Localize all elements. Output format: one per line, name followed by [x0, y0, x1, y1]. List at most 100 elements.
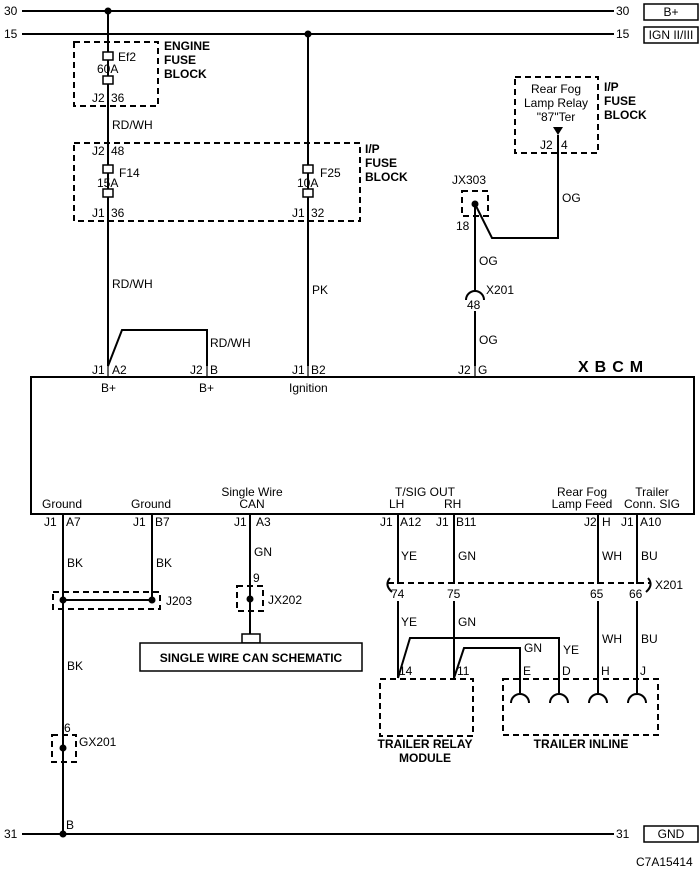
figure-id: C7A15414 — [636, 855, 693, 869]
xbcm-bot-conn-6: J2 — [584, 515, 597, 529]
jx303-name: JX303 — [452, 173, 486, 187]
b-plus-rail-num-right: 30 — [616, 4, 630, 18]
gx201-ground: 6 GX201 B — [51, 721, 117, 832]
ef2-conn: J2 — [92, 91, 105, 105]
wire-bu-1: BU — [641, 549, 658, 563]
gnd-rail-num-left: 31 — [4, 827, 18, 841]
xbcm-label-trailer-2: Conn. SIG — [624, 497, 680, 511]
f25-rating: 10A — [297, 176, 318, 190]
gx201-gnd-pin: B — [66, 818, 74, 832]
ip-fuse-title-2: FUSE — [365, 156, 397, 170]
engine-fuse-title-2: FUSE — [164, 53, 196, 67]
gx201-pin: 6 — [64, 721, 71, 735]
x201-bottom-connector: X201 74 75 65 66 — [386, 577, 683, 601]
wire-gn-3: GN — [524, 641, 542, 655]
wire-bk-1: BK — [67, 556, 83, 570]
wire-gn-can: GN — [254, 545, 272, 559]
xbcm-bot-pin-4: A12 — [400, 515, 422, 529]
xbcm-label-rh: RH — [444, 497, 461, 511]
inline-pin-d: D — [562, 664, 571, 678]
xbcm-label-tsig: T/SIG OUT — [395, 485, 456, 499]
f25-pin: 32 — [311, 206, 325, 220]
inline-pin-e: E — [523, 664, 531, 678]
wire-og-1: OG — [562, 191, 581, 205]
xbcm-top-pin-1: A2 — [112, 363, 127, 377]
xbcm-top-label-2: B+ — [199, 381, 214, 395]
jx202-splice: 9 JX202 — [236, 571, 302, 612]
jx303-pin: 18 — [456, 219, 470, 233]
xbcm-bot-conn-7: J1 — [621, 515, 634, 529]
inline-pin-h: H — [601, 664, 610, 678]
jx202-name: JX202 — [268, 593, 302, 607]
xbcm-top-pin-4: G — [478, 363, 487, 377]
relay-block-title-3: BLOCK — [604, 108, 647, 122]
wire-rdwh-2: RD/WH — [112, 277, 153, 291]
f14-name: F14 — [119, 166, 140, 180]
relay-label-1: Rear Fog — [531, 82, 581, 96]
wire-wh-2: WH — [602, 632, 622, 646]
wire-bk-3: BK — [67, 659, 83, 673]
ef2-pin: 36 — [111, 91, 125, 105]
ign-rail-num-left: 15 — [4, 27, 18, 41]
wire-bu-2: BU — [641, 632, 658, 646]
xbcm-bot-conn-3: J1 — [234, 515, 247, 529]
relay-module-pin-2: 11 — [457, 664, 470, 678]
engine-fuse-title-3: BLOCK — [164, 67, 207, 81]
trailer-relay-title-2: MODULE — [399, 751, 451, 765]
x201-bottom-pin-4: 66 — [629, 587, 643, 601]
relay-conn: J2 — [540, 138, 553, 152]
ign-rail-num-right: 15 — [616, 27, 630, 41]
ip-top-conn: J2 — [92, 144, 105, 158]
f14-rating: 15A — [97, 176, 118, 190]
xbcm-top-conn-1: J1 — [92, 363, 105, 377]
wire-rdwh-3: RD/WH — [210, 336, 251, 350]
x201-bottom-pin-3: 65 — [590, 587, 604, 601]
xbcm-bot-pin-7: A10 — [640, 515, 662, 529]
xbcm-bot-conn-1: J1 — [44, 515, 57, 529]
f25-name: F25 — [320, 166, 341, 180]
trailer-inline-title: TRAILER INLINE — [534, 737, 629, 751]
xbcm-bot-pin-3: A3 — [256, 515, 271, 529]
relay-block-title-1: I/P — [604, 80, 619, 94]
f14-pin: 36 — [111, 206, 125, 220]
x201-top-pin: 48 — [467, 298, 481, 312]
wire-og-3: OG — [479, 333, 498, 347]
trailer-inline-connector: E D H J TRAILER INLINE — [502, 664, 659, 751]
trailer-relay-module: 14 11 TRAILER RELAY MODULE — [378, 664, 474, 765]
j203-name: J203 — [166, 594, 192, 608]
jx202-pin: 9 — [253, 571, 260, 585]
engine-fuse-title-1: ENGINE — [164, 39, 210, 53]
xbcm-bot-pin-6: H — [602, 515, 611, 529]
xbcm-label-lh: LH — [389, 497, 404, 511]
wire-wh-1: WH — [602, 549, 622, 563]
xbcm-bot-pin-5: B11 — [456, 515, 477, 529]
trailer-relay-title-1: TRAILER RELAY — [378, 737, 473, 751]
xbcm-top-pin-2: B — [210, 363, 218, 377]
b-plus-label: B+ — [663, 5, 678, 19]
relay-pin: 4 — [561, 138, 568, 152]
x201-top-name: X201 — [486, 283, 514, 297]
inline-pin-j: J — [640, 664, 646, 678]
xbcm-title: XBCM — [578, 359, 649, 376]
gnd-rail: 31 31 GND — [4, 825, 699, 843]
relay-label-3: "87"Ter — [537, 110, 576, 124]
xbcm-module: XBCM J1 A2 B+ J2 B B+ J1 B2 Ignition J2 … — [30, 359, 695, 529]
x201-bottom-pin-2: 75 — [447, 587, 461, 601]
xbcm-top-conn-2: J2 — [190, 363, 203, 377]
xbcm-label-can-2: CAN — [239, 497, 264, 511]
gnd-label: GND — [658, 827, 685, 841]
can-schematic-box[interactable] — [139, 642, 363, 672]
xbcm-label-can-1: Single Wire — [221, 485, 283, 499]
rear-fog-relay: Rear Fog Lamp Relay "87"Ter J2 4 I/P FUS… — [514, 76, 647, 154]
x201-top-connector: X201 48 — [465, 283, 514, 312]
xbcm-bot-pin-2: B7 — [155, 515, 170, 529]
xbcm-bot-conn-5: J1 — [436, 515, 449, 529]
relay-block-title-2: FUSE — [604, 94, 636, 108]
gnd-rail-num-right: 31 — [616, 827, 630, 841]
ip-fuse-title-1: I/P — [365, 142, 380, 156]
xbcm-label-fog-1: Rear Fog — [557, 485, 607, 499]
ign-rail: 15 15 IGN II/III — [4, 26, 699, 44]
xbcm-label-ground-2: Ground — [131, 497, 171, 511]
xbcm-label-fog-2: Lamp Feed — [552, 497, 613, 511]
